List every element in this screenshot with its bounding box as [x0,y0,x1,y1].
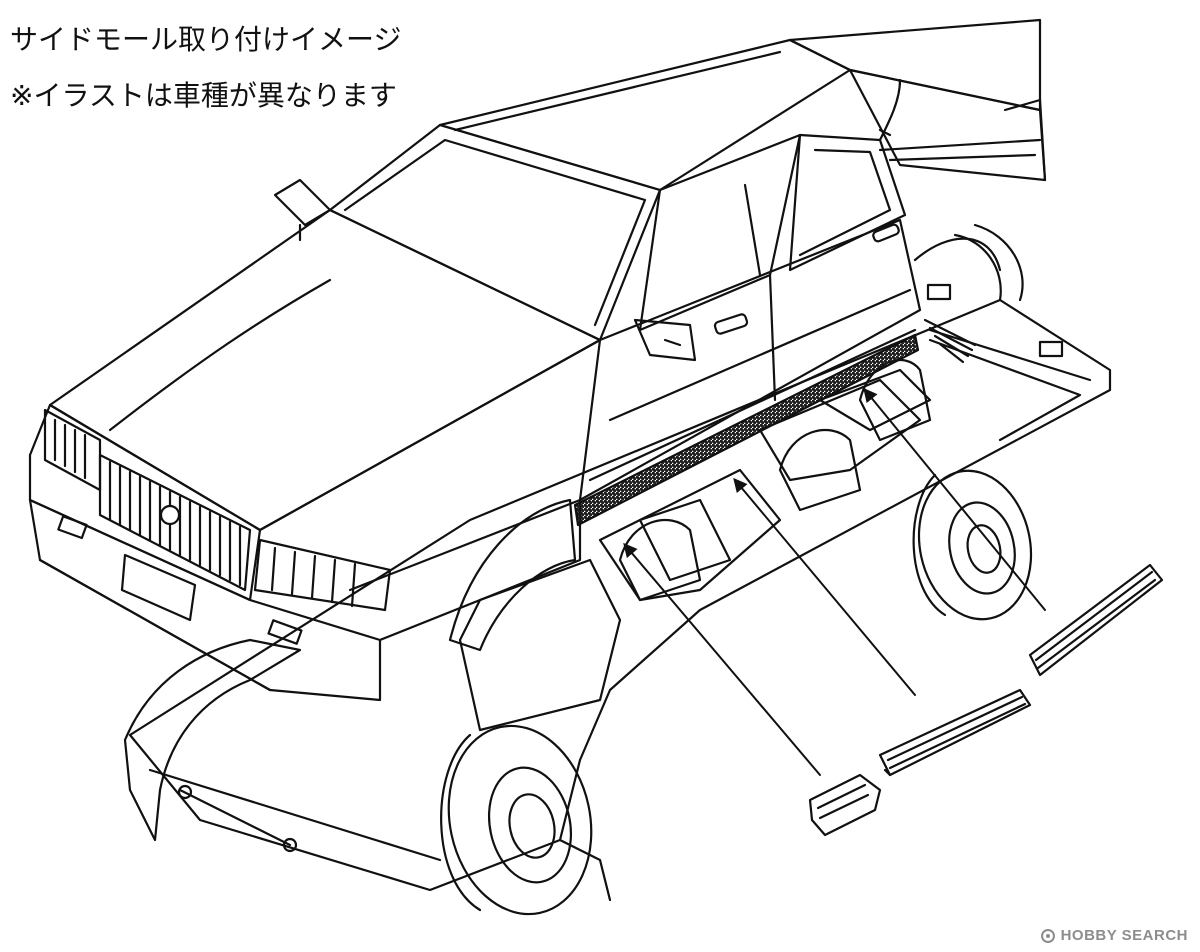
wheel-front-left [440,724,593,916]
caption-note-different-model: ※イラストは車種が異なります [10,79,397,112]
fender-flare [123,638,302,842]
side-mirror-left [273,178,332,242]
watermark-text: HOBBY SEARCH [1060,927,1188,944]
watermark: HOBBY SEARCH [1040,927,1188,944]
molding-part-rear [1028,563,1164,677]
door-handle-rear [872,223,900,243]
caption-install-image: サイドモール取り付けイメージ [10,23,402,56]
molding-part-middle [878,688,1032,777]
arrow-part-2 [733,477,916,696]
license-plate [120,553,197,622]
arrow-part-1 [623,542,821,776]
hobby-search-logo-icon [1040,928,1055,943]
headlight-right [253,538,392,612]
side-mirror-right [633,318,697,362]
molding-part-front [808,773,882,837]
wheel-rear-right [912,469,1033,621]
car-body [28,18,1047,702]
install-arrows [623,387,1046,776]
arrow-part-3 [863,387,1046,611]
side-molding-installed [573,333,920,527]
headlight-left [43,408,102,492]
door-handle-front [713,313,749,335]
grille [98,453,252,592]
wheel-rear-upper [953,223,1024,302]
